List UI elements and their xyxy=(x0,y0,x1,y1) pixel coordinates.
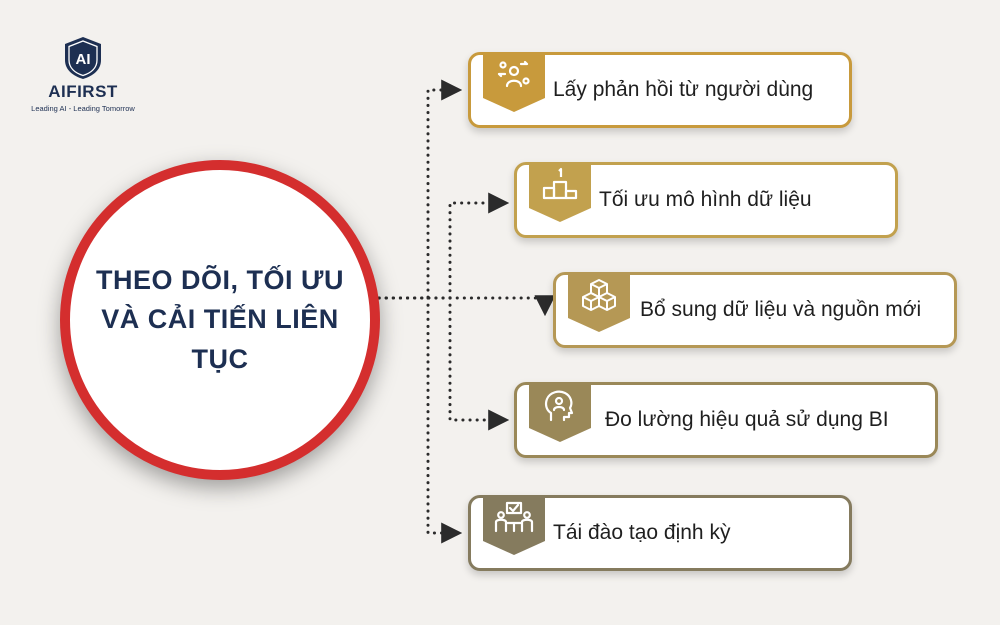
user-feedback-icon xyxy=(497,60,530,88)
data-cubes-icon xyxy=(582,279,616,311)
step-card-add-data: Bổ sung dữ liệu và nguồn mới xyxy=(553,272,957,348)
connector-3 xyxy=(370,295,556,317)
step-card-retraining: Tái đào tạo định kỳ xyxy=(468,495,852,571)
step-label: Đo lường hiệu quả sử dụng BI xyxy=(605,408,889,431)
step-card-measure-bi: Đo lường hiệu quả sử dụng BI xyxy=(514,382,938,458)
step-label: Tối ưu mô hình dữ liệu xyxy=(599,188,812,211)
logo-mark: AI xyxy=(76,51,91,68)
hub-title: THEO DÕI, TỐI ƯU VÀ CẢI TIẾN LIÊN TỤC xyxy=(96,265,344,374)
shield-logo-icon: AI xyxy=(65,37,101,79)
step-label: Lấy phản hồi từ người dùng xyxy=(553,78,814,101)
card-tab xyxy=(529,382,591,444)
brand-tagline: Leading AI - Leading Tomorrow xyxy=(31,104,135,113)
card-tab xyxy=(529,162,591,224)
card-tab xyxy=(568,272,630,334)
brand-name: AIFIRST xyxy=(48,82,118,101)
connector-5 xyxy=(426,296,463,544)
step-card-feedback: Lấy phản hồi từ người dùng xyxy=(468,52,852,128)
card-tab xyxy=(483,495,545,557)
team-training-icon xyxy=(494,501,534,533)
connector-4 xyxy=(448,296,510,431)
podium-icon xyxy=(542,167,578,200)
mind-analysis-icon xyxy=(544,390,574,422)
step-label: Tái đào tạo định kỳ xyxy=(553,521,731,544)
connector-1 xyxy=(370,79,463,300)
brand-logo: AI AIFIRST Leading AI - Leading Tomorrow xyxy=(28,36,138,113)
step-label: Bổ sung dữ liệu và nguồn mới xyxy=(640,298,922,321)
central-hub: THEO DÕI, TỐI ƯU VÀ CẢI TIẾN LIÊN TỤC xyxy=(60,160,380,480)
card-tab xyxy=(483,52,545,114)
connector-2 xyxy=(370,192,510,300)
step-card-optimize-model: Tối ưu mô hình dữ liệu xyxy=(514,162,898,238)
